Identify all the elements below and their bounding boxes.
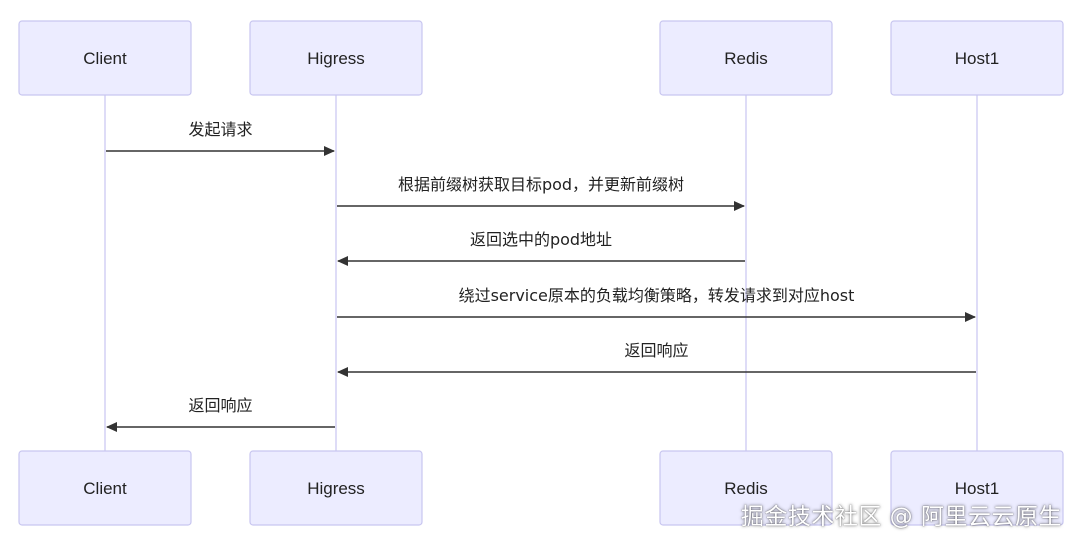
actor-client-bottom: Client xyxy=(18,450,192,526)
actor-host1-bottom: Host1 xyxy=(890,450,1064,526)
actor-higress-bottom: Higress xyxy=(249,450,423,526)
actor-label: Host1 xyxy=(955,49,999,68)
actor-label: Higress xyxy=(307,479,365,498)
message-6: 返回响应 xyxy=(106,396,335,432)
message-3: 返回选中的pod地址 xyxy=(337,230,745,266)
actor-redis-bottom: Redis xyxy=(659,450,833,526)
actor-higress-top: Higress xyxy=(249,20,423,96)
message-label: 绕过service原本的负载均衡策略，转发请求到对应host xyxy=(459,286,855,305)
actor-label: Host1 xyxy=(955,479,999,498)
message-4: 绕过service原本的负载均衡策略，转发请求到对应host xyxy=(337,286,976,322)
actor-client-top: Client xyxy=(18,20,192,96)
actor-box xyxy=(890,450,1064,526)
actor-label: Redis xyxy=(724,479,767,498)
actor-label: Redis xyxy=(724,49,767,68)
actor-label: Client xyxy=(83,49,127,68)
message-label: 发起请求 xyxy=(188,120,252,139)
actor-box xyxy=(249,20,423,96)
actor-box xyxy=(890,20,1064,96)
actor-box xyxy=(18,20,192,96)
actor-redis-top: Redis xyxy=(659,20,833,96)
actor-label: Higress xyxy=(307,49,365,68)
message-2: 根据前缀树获取目标pod，并更新前缀树 xyxy=(337,175,745,211)
watermark-text: 掘金技术社区 @ 阿里云云原生 xyxy=(740,504,1062,530)
message-5: 返回响应 xyxy=(337,341,976,377)
actor-box xyxy=(659,450,833,526)
actor-label: Client xyxy=(83,479,127,498)
message-1: 发起请求 xyxy=(106,120,335,156)
message-label: 返回响应 xyxy=(188,396,252,415)
message-label: 返回选中的pod地址 xyxy=(470,230,612,249)
actor-box xyxy=(659,20,833,96)
message-label: 返回响应 xyxy=(624,341,688,360)
actor-box xyxy=(249,450,423,526)
actor-host1-top: Host1 xyxy=(890,20,1064,96)
actor-box xyxy=(18,450,192,526)
message-label: 根据前缀树获取目标pod，并更新前缀树 xyxy=(398,175,684,194)
